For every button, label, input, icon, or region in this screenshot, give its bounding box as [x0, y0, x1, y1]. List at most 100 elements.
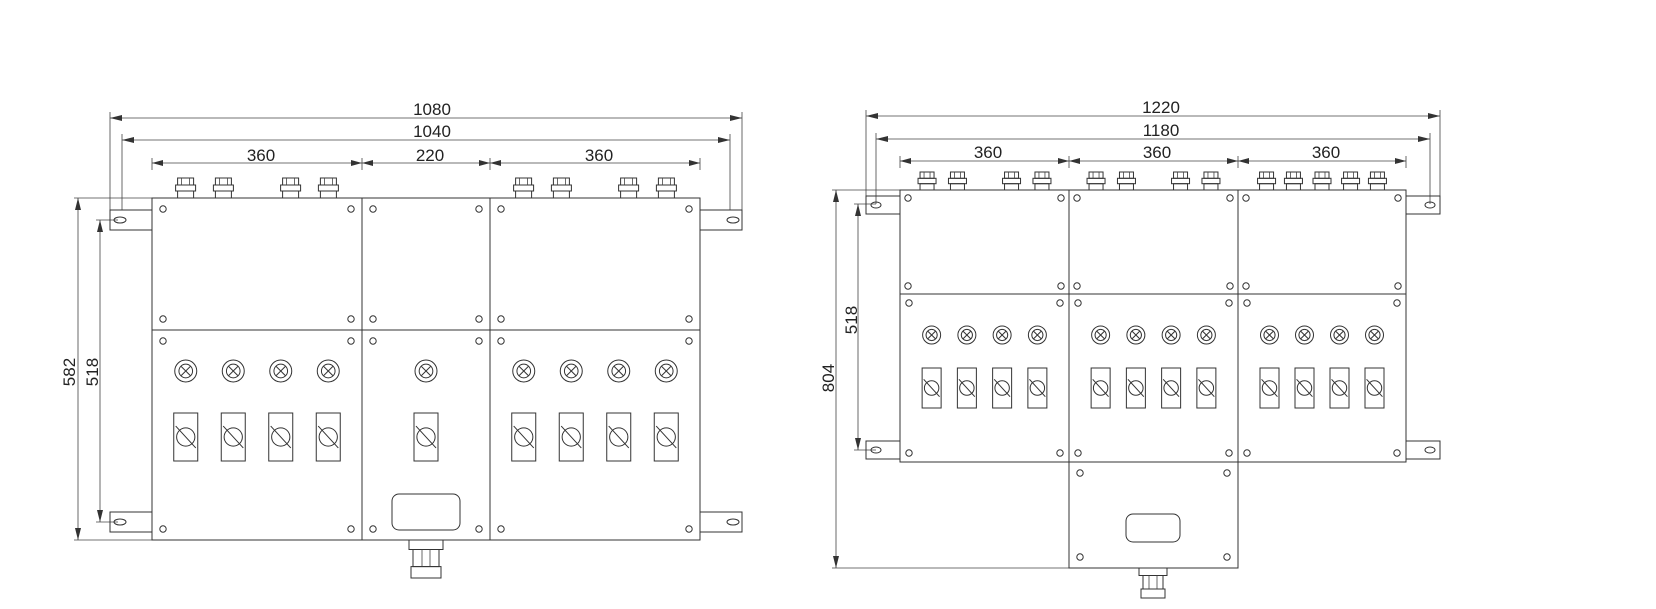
- dim-section-widths-right: 360 360 360: [899, 143, 1407, 168]
- rotary-switch-icon: [1125, 367, 1146, 409]
- screw-hole: [685, 205, 693, 213]
- rotary-switch-icon: [220, 412, 246, 462]
- indicator-lamp-icon: [512, 359, 536, 383]
- dim-label-804: 804: [819, 364, 838, 392]
- screw-hole: [1225, 299, 1233, 307]
- indicator-lamp-icon: [414, 359, 438, 383]
- screw-hole: [159, 315, 167, 323]
- cable-gland-icon: [655, 177, 677, 199]
- rotary-switch-icon: [1364, 367, 1385, 409]
- screw-hole: [369, 337, 377, 345]
- screw-hole: [1223, 553, 1231, 561]
- rotary-switch-icon: [1161, 367, 1182, 409]
- screw-hole: [1243, 299, 1251, 307]
- indicator-lamp-icon: [607, 359, 631, 383]
- cable-gland-icon: [1032, 171, 1052, 191]
- screw-hole: [1242, 282, 1250, 290]
- screw-hole: [347, 205, 355, 213]
- dim-label-1220: 1220: [1142, 98, 1180, 117]
- dim-mount-height-right: 518: [842, 203, 876, 451]
- indicator-lamp-icon: [1330, 325, 1349, 345]
- cable-gland-icon: [1283, 171, 1303, 191]
- dim-label-1080: 1080: [413, 100, 451, 119]
- cable-gland-icon: [1002, 171, 1022, 191]
- indicator-lamp-icon: [316, 359, 340, 383]
- bottom-cable-gland-icon: [408, 539, 444, 579]
- bottom-cable-gland-icon: [1138, 567, 1168, 599]
- rotary-switch-icon: [173, 412, 199, 462]
- left-components: [159, 177, 693, 579]
- viewing-window: [1125, 513, 1181, 543]
- rotary-switch-icon: [558, 412, 584, 462]
- screw-hole: [905, 299, 913, 307]
- dim-overall-width-right: 1220: [865, 98, 1441, 212]
- screw-hole: [1076, 553, 1084, 561]
- left-cabinet-drawing: 1080 1040 360 220 360: [60, 100, 743, 579]
- dim-label-section-1: 360: [247, 146, 275, 165]
- rotary-switch-icon: [315, 412, 341, 462]
- screw-hole: [369, 315, 377, 323]
- dim-label-1040: 1040: [413, 122, 451, 141]
- dim-label-section-2: 220: [416, 146, 444, 165]
- cable-gland-icon: [618, 177, 640, 199]
- indicator-lamp-icon: [1027, 325, 1047, 345]
- cable-gland-icon: [1312, 171, 1332, 191]
- cable-gland-icon: [317, 177, 339, 199]
- dim-overall-width-left: 1080: [109, 100, 743, 212]
- rotary-switch-icon: [606, 412, 632, 462]
- cable-gland-icon: [550, 177, 572, 199]
- cable-gland-icon: [1201, 171, 1221, 191]
- screw-hole: [905, 449, 913, 457]
- screw-hole: [347, 315, 355, 323]
- screw-hole: [497, 525, 505, 533]
- screw-hole: [475, 525, 483, 533]
- indicator-lamp-icon: [221, 359, 245, 383]
- rotary-switch-icon: [413, 412, 439, 462]
- mounting-brackets-right: [865, 195, 1441, 460]
- dim-label-582: 582: [60, 358, 79, 386]
- screw-hole: [1073, 194, 1081, 202]
- screw-hole: [159, 337, 167, 345]
- screw-hole: [1057, 194, 1065, 202]
- cable-gland-icon: [175, 177, 197, 199]
- screw-hole: [347, 525, 355, 533]
- rotary-switch-icon: [653, 412, 679, 462]
- viewing-window: [391, 493, 461, 531]
- screw-hole: [904, 282, 912, 290]
- screw-hole: [1073, 282, 1081, 290]
- dim-overall-height-left: 582: [60, 197, 152, 541]
- indicator-lamp-icon: [174, 359, 198, 383]
- dim-overall-height-right: 804: [819, 189, 1069, 569]
- indicator-lamp-icon: [1365, 325, 1384, 345]
- rotary-switch-icon: [956, 367, 977, 409]
- screw-hole: [1076, 469, 1084, 477]
- right-components: [904, 171, 1402, 599]
- screw-hole: [369, 205, 377, 213]
- rotary-switch-icon: [1027, 367, 1048, 409]
- indicator-lamp-icon: [654, 359, 678, 383]
- cable-gland-icon: [212, 177, 234, 199]
- screw-hole: [347, 337, 355, 345]
- indicator-lamp-icon: [559, 359, 583, 383]
- dim-section-widths-left: 360 220 360: [151, 146, 701, 170]
- rotary-switch-icon: [268, 412, 294, 462]
- rotary-switch-icon: [1090, 367, 1111, 409]
- cable-gland-icon: [1257, 171, 1277, 191]
- cable-gland-icon: [917, 171, 937, 191]
- indicator-lamp-icon: [922, 325, 942, 345]
- rotary-switch-icon: [1259, 367, 1280, 409]
- right-cabinet-drawing: 1220 1180 360 360 360: [819, 98, 1441, 599]
- screw-hole: [1393, 299, 1401, 307]
- screw-hole: [1225, 449, 1233, 457]
- screw-hole: [904, 194, 912, 202]
- indicator-lamp-icon: [1260, 325, 1279, 345]
- dim-label-section-3: 360: [585, 146, 613, 165]
- dim-label-r-section-2: 360: [1143, 143, 1171, 162]
- cable-gland-icon: [513, 177, 535, 199]
- screw-hole: [1243, 449, 1251, 457]
- cable-gland-icon: [280, 177, 302, 199]
- cabinet-body-left: [151, 197, 701, 541]
- screw-hole: [497, 205, 505, 213]
- screw-hole: [475, 205, 483, 213]
